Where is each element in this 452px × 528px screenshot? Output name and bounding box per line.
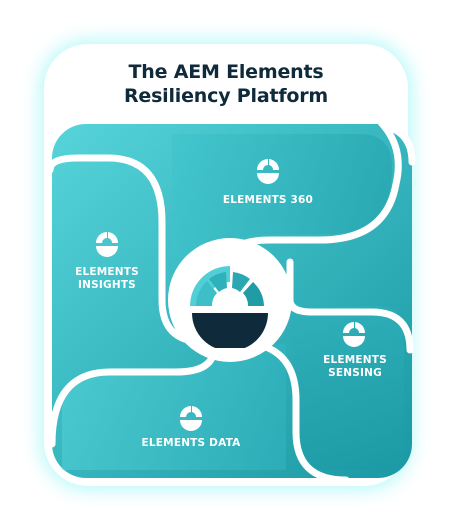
gauge-icon <box>96 232 119 257</box>
title-line-2: Resiliency Platform <box>123 85 329 107</box>
elements-insights-line-1: ELEMENTS <box>75 266 139 278</box>
platform-gauge-icon <box>190 266 268 348</box>
gauge-icon <box>180 406 203 431</box>
elements-data-text: ELEMENTS DATA <box>141 437 241 449</box>
label-elements-sensing: ELEMENTS SENSING <box>310 354 400 380</box>
elements-insights-line-2: INSIGHTS <box>78 279 136 291</box>
elements-sensing-line-2: SENSING <box>328 367 382 379</box>
gauge-icon <box>257 159 280 184</box>
elements-sensing-line-1: ELEMENTS <box>323 354 387 366</box>
label-elements-data: ELEMENTS DATA <box>130 437 252 450</box>
segment-elements-360 <box>172 134 392 258</box>
elements-360-text: ELEMENTS 360 <box>222 194 314 206</box>
title-line-1: The AEM Elements <box>128 61 324 83</box>
divider-ribbon <box>46 154 350 484</box>
diagram-title: The AEM Elements Resiliency Platform <box>0 60 452 108</box>
label-elements-insights: ELEMENTS INSIGHTS <box>62 266 152 292</box>
divider-ribbon-4 <box>48 344 218 448</box>
label-elements-360: ELEMENTS 360 <box>218 194 318 207</box>
gauge-icon <box>343 322 366 347</box>
